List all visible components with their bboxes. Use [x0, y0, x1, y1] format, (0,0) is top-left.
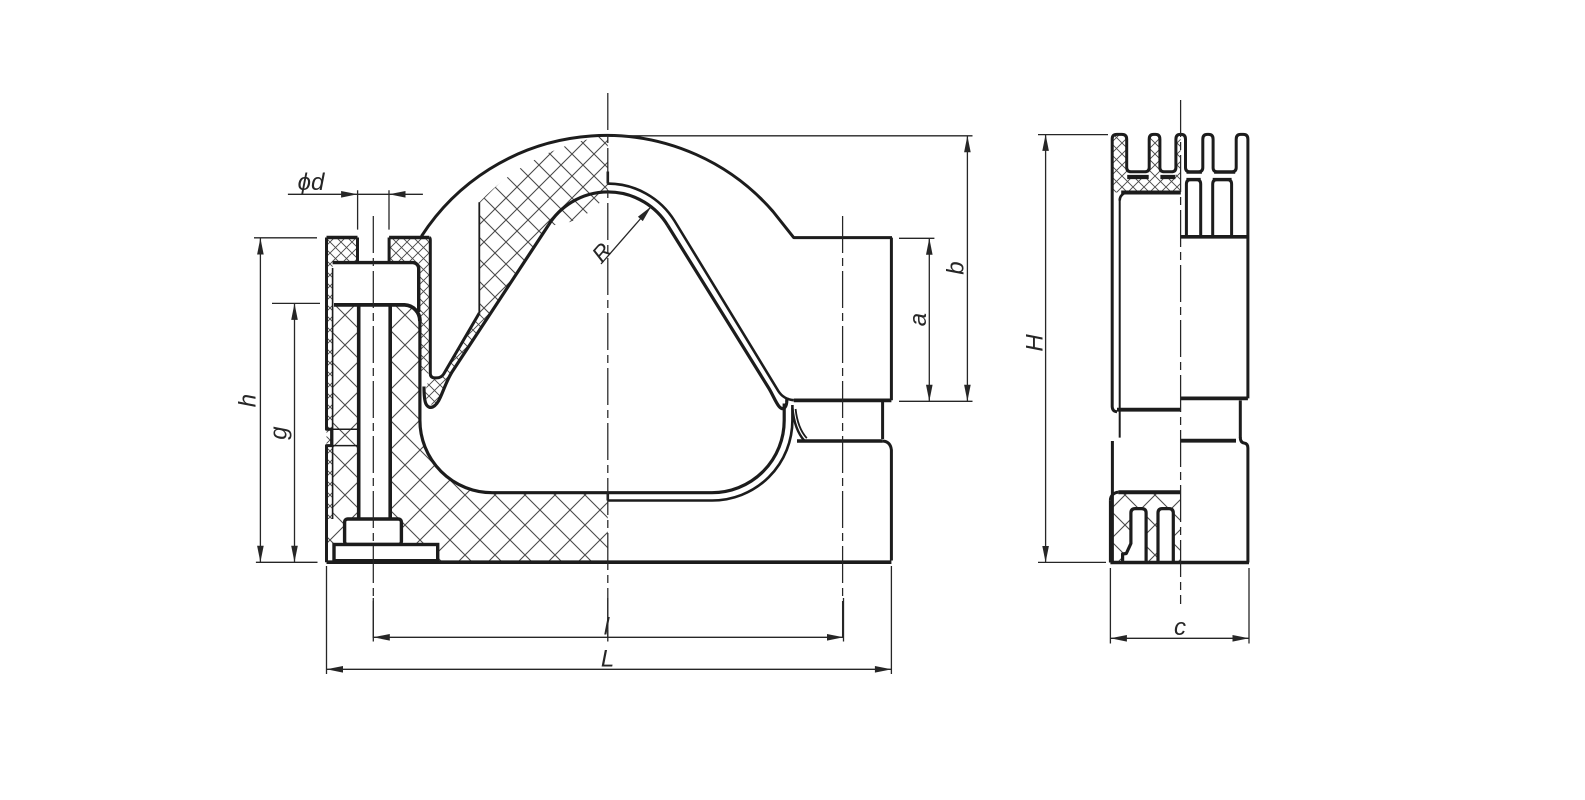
- svg-text:g: g: [266, 426, 293, 440]
- svg-text:a: a: [905, 313, 932, 326]
- svg-text:l: l: [604, 614, 610, 641]
- svg-text:b: b: [943, 261, 970, 274]
- svg-text:c: c: [1174, 614, 1186, 641]
- svg-text:ϕd: ϕd: [298, 169, 325, 196]
- svg-text:H: H: [1022, 334, 1049, 352]
- svg-text:h: h: [235, 394, 262, 407]
- svg-text:L: L: [601, 646, 614, 673]
